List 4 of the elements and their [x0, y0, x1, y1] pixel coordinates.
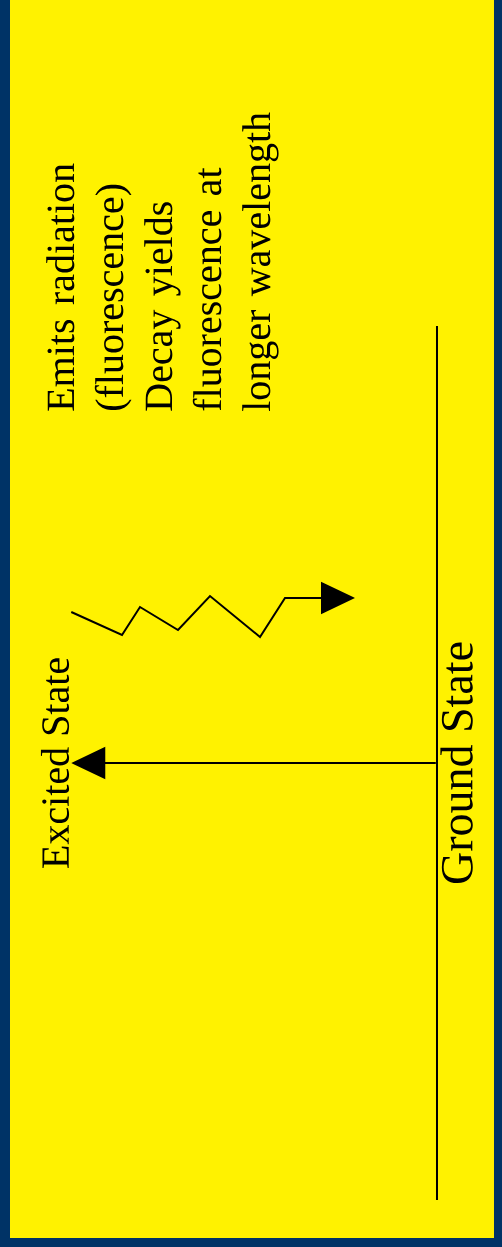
energy-level-line: Ground State — [436, 326, 473, 1200]
note-text: Emits radiation (fluorescence) — [46, 163, 132, 411]
state-label: Excited State — [40, 658, 70, 868]
note-text: Decay yields fluorescence at longer wavelength — [144, 112, 279, 411]
